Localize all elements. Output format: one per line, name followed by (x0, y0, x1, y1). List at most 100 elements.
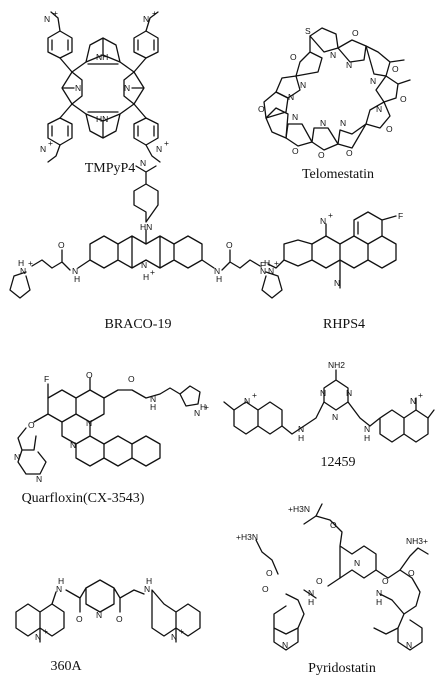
atom-label: + (204, 402, 209, 412)
structure-braco-19: N HN N N H + H N O H N O H N + H N + BRA… (9, 158, 283, 332)
atom-label: NH (96, 52, 108, 62)
atom-label: NH3+ (406, 536, 428, 546)
structure-pyridostatin: +H3N O +H3N NH3+ O O N O N H N H O O N N… (236, 503, 429, 676)
atom-label: H (74, 274, 80, 284)
atom-label: O (292, 146, 299, 156)
atom-label: F (44, 374, 49, 384)
compound-name: TMPyP4 (85, 161, 136, 176)
atom-label: N (70, 440, 76, 450)
atom-label: N (346, 60, 352, 70)
atom-label: N (140, 158, 146, 168)
atom-label: H (308, 597, 314, 607)
atom-label: N (96, 610, 102, 620)
atom-label: + (328, 210, 333, 220)
atom-label: + (164, 138, 169, 148)
compound-name: 12459 (321, 455, 356, 470)
atom-label: N (292, 112, 298, 122)
atom-label: N (171, 632, 177, 642)
atom-label: O (290, 52, 297, 62)
atom-label: N (332, 412, 338, 422)
atom-label: +H3N (288, 504, 310, 514)
atom-label: N (86, 418, 92, 428)
structure-rhps4: F N + F N RHPS4 (260, 210, 403, 332)
atom-label: H (146, 576, 152, 586)
structure-telomestatin: S N N O O O N N O O N N O O N N O N O Te… (258, 26, 411, 182)
atom-label: N (56, 584, 62, 594)
atom-label: N (298, 424, 304, 434)
atom-label: N (410, 396, 416, 406)
atom-label: N (320, 118, 326, 128)
atom-label: N (75, 83, 81, 93)
atom-label: N (260, 266, 266, 276)
atom-label: HN (96, 114, 108, 124)
atom-label: + (53, 8, 58, 18)
structure-360a: N H O O N N H N + N + 360A (15, 576, 201, 674)
atom-label: N (214, 266, 220, 276)
atom-label: N (320, 388, 326, 398)
atom-label: H (216, 274, 222, 284)
atom-label: + (43, 626, 48, 636)
atom-label: N (346, 388, 352, 398)
atom-label: N (308, 588, 314, 598)
atom-label: N (40, 144, 46, 154)
atom-label: N (334, 278, 340, 288)
atom-label: N (320, 216, 326, 226)
atom-label: N (406, 640, 412, 650)
structure-quarfloxin: F O O N H N + H N N O N N Quarfloxin(CX-… (14, 370, 209, 506)
atom-label: N (14, 452, 20, 462)
atom-label: O (316, 576, 323, 586)
atom-label: H (143, 272, 149, 282)
compound-name: Pyridostatin (308, 661, 376, 676)
atom-label: O (400, 94, 407, 104)
atom-label: N (36, 474, 42, 484)
compound-name: BRACO-19 (105, 317, 172, 332)
atom-label: O (392, 64, 399, 74)
atom-label: N (150, 394, 156, 404)
atom-label: O (58, 240, 65, 250)
atom-label: + (274, 258, 279, 268)
atom-label: N (194, 408, 200, 418)
compound-name: RHPS4 (323, 317, 365, 332)
atom-label: O (116, 614, 123, 624)
atom-label: HN (140, 222, 152, 232)
atom-label: F (260, 260, 265, 270)
atom-label: O (382, 576, 389, 586)
compound-name: 360A (50, 659, 82, 674)
atom-label: O (318, 150, 325, 160)
atom-label: N (44, 14, 50, 24)
atom-label: N (141, 260, 147, 270)
atom-label: H (364, 433, 370, 443)
atom-label: O (28, 420, 35, 430)
atom-label: N (376, 588, 382, 598)
atom-label: N (20, 266, 26, 276)
atom-label: NH2 (328, 360, 345, 370)
atom-label: S (305, 26, 311, 36)
atom-label: + (28, 258, 33, 268)
atom-label: H (298, 433, 304, 443)
atom-label: N (244, 396, 250, 406)
atom-label: O (266, 568, 273, 578)
atom-label: N (268, 266, 274, 276)
atom-label: + (179, 626, 184, 636)
atom-label: N (376, 104, 382, 114)
atom-label: N (144, 584, 150, 594)
atom-label: N (156, 144, 162, 154)
compound-name: Telomestatin (302, 167, 374, 182)
atom-label: H (18, 258, 24, 268)
atom-label: N (330, 50, 336, 60)
atom-label: O (408, 568, 415, 578)
atom-label: H (264, 258, 270, 268)
atom-label: N (143, 14, 149, 24)
atom-label: + (150, 267, 155, 277)
atom-label: N (300, 80, 306, 90)
atom-label: + (418, 390, 423, 400)
atom-label: N (288, 92, 294, 102)
atom-label: H (58, 576, 64, 586)
atom-label: + (152, 8, 157, 18)
atom-label: O (258, 104, 265, 114)
atom-label: H (150, 402, 156, 412)
atom-label: O (352, 28, 359, 38)
compound-name: Quarfloxin(CX-3543) (22, 491, 145, 506)
structure-tmpyp4: N + N + NH N N HN N + N + TMPyP4 (40, 8, 169, 176)
